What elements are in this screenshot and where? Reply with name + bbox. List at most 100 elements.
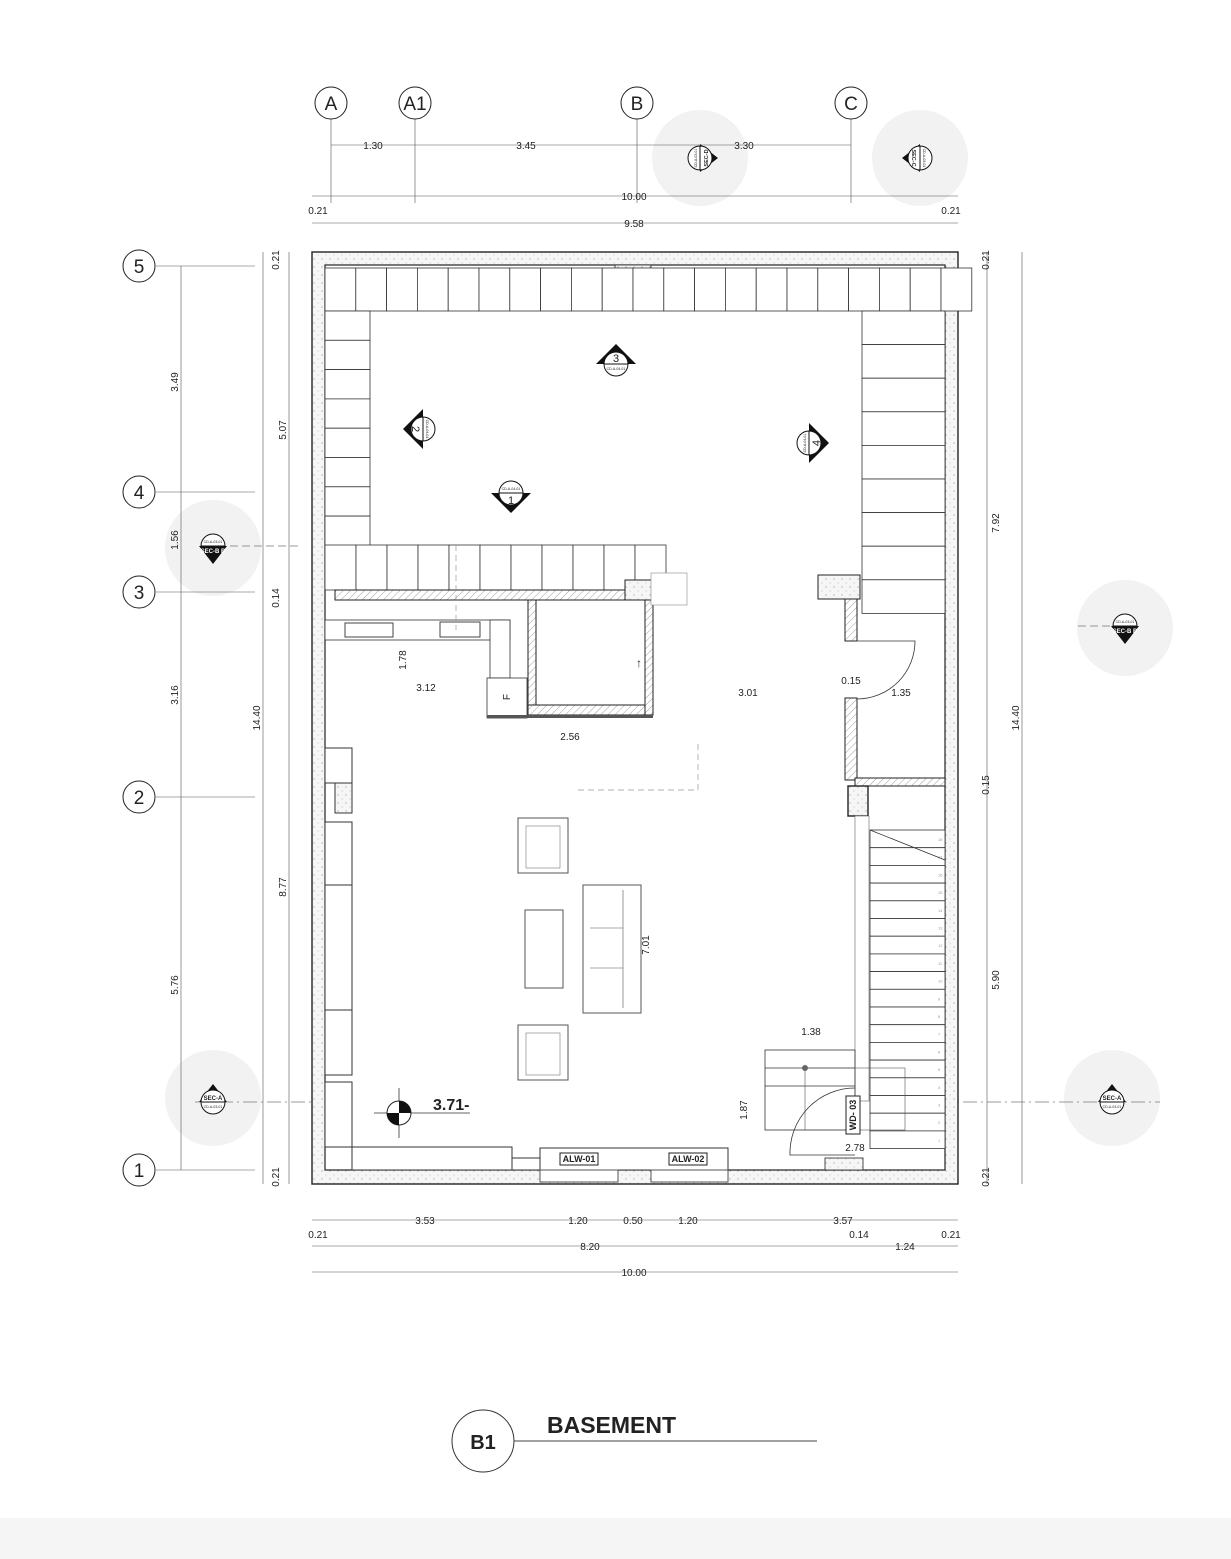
shelf-cell — [861, 411, 946, 446]
section-marker-sec-d[interactable]: SEC-D CD-A-03-01 — [687, 144, 718, 172]
stair-number: 9 — [938, 996, 941, 1001]
dimension-text-top: 1.30 3.45 3.30 10.00 0.21 0.21 9.58 — [308, 141, 961, 230]
shelf-cell — [417, 544, 450, 591]
section-ref: CD-A-03-01 — [1103, 1105, 1122, 1109]
dim-label: 0.21 — [941, 1230, 961, 1241]
stair-number: 10 — [938, 979, 943, 984]
section-marker-sec-b-right[interactable]: SEC-B B CD-A-03-01 — [1111, 613, 1139, 644]
stair-tread — [869, 1130, 946, 1150]
shelf-cell — [448, 544, 481, 591]
door-tag: WD- 03 — [848, 1100, 858, 1131]
shelf-cell — [324, 369, 371, 400]
dim-label: 1.56 — [170, 530, 181, 550]
stair-number: 4 — [938, 1085, 941, 1090]
dim-label: 0.21 — [271, 1167, 282, 1187]
section-label: SEC-B B — [1113, 629, 1138, 635]
dim-label: 3.30 — [734, 141, 754, 152]
storage-shelving — [324, 267, 973, 614]
shelf-cell — [879, 267, 911, 312]
grid-rows: 5 4 3 2 1 — [122, 249, 255, 1187]
grid-bubble-c: C — [834, 86, 868, 120]
dim-label: 14.40 — [252, 705, 263, 730]
sofa — [582, 884, 642, 1014]
shelf-cell — [861, 545, 946, 581]
stair-tread — [869, 953, 946, 973]
shelf-cell — [817, 267, 849, 312]
elevation-marker-4[interactable]: 4 CD-A-04-01 — [796, 423, 829, 463]
section-label: SEC-B B — [201, 549, 226, 555]
section-marker-sec-a-left[interactable]: SEC-A CD-A-03-01 — [199, 1084, 227, 1115]
shelf-cell — [447, 267, 480, 312]
stair-tread — [869, 1095, 946, 1114]
grid-bubble-b: B — [620, 86, 654, 120]
fridge — [486, 677, 528, 719]
grid-bubble-3: 3 — [122, 575, 156, 609]
dim-label: 0.21 — [981, 250, 992, 270]
dimension-text-interior: 1.78 3.12 2.56 3.01 0.15 1.35 7.01 1.38 … — [398, 650, 911, 1154]
door-swing[interactable] — [789, 1087, 856, 1156]
shelf-cell — [663, 267, 695, 312]
sink-icon — [344, 622, 394, 638]
shelf-cell — [324, 486, 371, 517]
elevation-marker-3[interactable]: 3 CD-A-04-01 — [596, 344, 636, 377]
shelf-cell — [416, 267, 449, 312]
stair-number: 5 — [938, 1067, 941, 1072]
dim-label: 10.00 — [621, 1268, 646, 1279]
stair-number: 17 — [938, 855, 943, 860]
stair-number: 13 — [938, 926, 943, 931]
shelf-cell — [324, 310, 371, 341]
dim-label: 14.40 — [1011, 705, 1022, 730]
brick-column — [854, 815, 870, 1102]
section-marker-sec-c[interactable]: SEC-C CD-A-03-01 — [902, 144, 933, 172]
grid-columns: A A1 B C — [314, 86, 868, 203]
dim-label: 1.38 — [801, 1027, 821, 1038]
stair-tread — [869, 935, 946, 955]
stair-tread — [869, 882, 946, 902]
level-value: 3.71- — [433, 1097, 469, 1114]
shelf-cell — [861, 444, 946, 480]
shelf-cell — [848, 267, 880, 312]
stair-number: 8 — [938, 1014, 941, 1019]
dim-label: 0.21 — [941, 206, 961, 217]
dim-label: 1.24 — [895, 1242, 915, 1253]
section-label: SEC-A — [204, 1096, 223, 1102]
grid-label: C — [844, 94, 858, 115]
section-marker-sec-a-right[interactable]: SEC-A CD-A-03-01 — [1098, 1084, 1126, 1115]
door-swing[interactable] — [856, 640, 916, 700]
coffee-table — [524, 909, 564, 989]
dim-label: 1.78 — [398, 650, 409, 670]
dim-label: 5.76 — [170, 975, 181, 995]
stair-tread — [869, 1006, 946, 1026]
drawing-name: BASEMENT — [547, 1412, 676, 1438]
stair-tread — [869, 1042, 946, 1061]
level-marker: 3.71- — [374, 1088, 470, 1138]
dim-label: 0.14 — [271, 588, 282, 608]
stair-number: 18 — [938, 837, 943, 842]
stair-number: 3 — [938, 1103, 941, 1108]
shelf-cell — [861, 579, 946, 614]
shelf-cell — [725, 267, 757, 312]
grid-bubble-5: 5 — [122, 249, 156, 283]
shelf-cell — [540, 267, 572, 312]
grid-bubble-a: A — [314, 86, 348, 120]
dim-label: 3.53 — [415, 1216, 435, 1227]
left-cabinets — [324, 747, 541, 1171]
elevation-marker-2[interactable]: 2 CD-A-04-01 — [403, 409, 436, 449]
section-label: SEC-D — [704, 149, 710, 166]
dim-label: 1.20 — [568, 1216, 588, 1227]
elevation-ref: CD-A-04-01 — [502, 487, 521, 491]
stair-number: 11 — [938, 961, 943, 966]
shelf-cell — [601, 267, 634, 312]
dim-label: 3.12 — [416, 683, 436, 694]
dim-label: 7.92 — [991, 513, 1002, 533]
dim-label: 0.21 — [271, 250, 282, 270]
section-marker-sec-b-left[interactable]: SEC-B B CD-A-03-01 — [199, 533, 227, 564]
living-furniture — [455, 545, 699, 1081]
elevation-marker-1[interactable]: 1 CD-A-04-01 — [491, 480, 531, 513]
drawing-number: B1 — [470, 1432, 496, 1454]
dim-label: 2.56 — [560, 732, 580, 743]
shelf-cell — [861, 344, 946, 379]
shelf-cell — [324, 515, 371, 546]
grid-label: B — [631, 94, 644, 115]
